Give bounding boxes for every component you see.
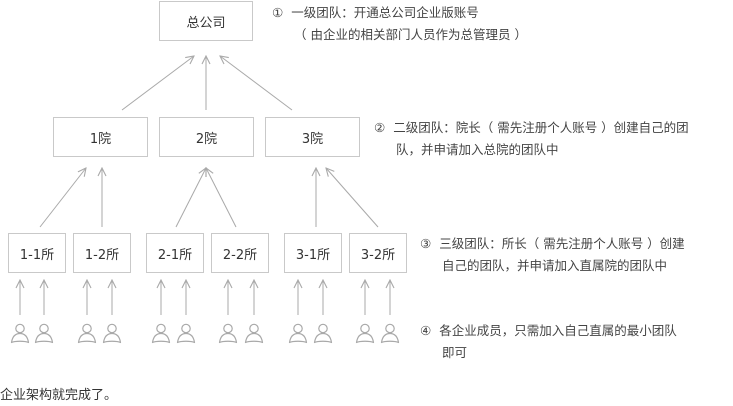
note-line: 三级团队：所长（ 需先注册个人账号 ）创建 bbox=[439, 236, 685, 251]
person-icon bbox=[312, 322, 334, 344]
person-icon bbox=[175, 322, 197, 344]
note-line: （ 由企业的相关部门人员作为总管理员 ） bbox=[294, 27, 527, 42]
node-2-1suo: 2-1所 bbox=[146, 233, 204, 273]
node-3-1suo: 3-1所 bbox=[284, 233, 342, 273]
note-members: ④ 各企业成员，只需加入自己直属的最小团队 即可 bbox=[420, 320, 677, 364]
note-mark: ② bbox=[374, 120, 386, 135]
note-line: 一级团队：开通总公司企业版账号 bbox=[291, 5, 479, 20]
person-icon bbox=[287, 322, 309, 344]
connector-arrow bbox=[220, 56, 293, 111]
connector-arrow bbox=[175, 168, 206, 228]
connector-arrow bbox=[206, 168, 237, 228]
note-mark: ③ bbox=[420, 236, 432, 251]
note-line: 各企业成员，只需加入自己直属的最小团队 bbox=[439, 323, 677, 338]
footer-text: 企业架构就完成了。 bbox=[0, 388, 118, 403]
note-line: 队，并申请加入总院的团队中 bbox=[396, 142, 559, 157]
note-line: 自己的团队，并申请加入直属院的团队中 bbox=[442, 258, 668, 273]
person-icon bbox=[9, 322, 31, 344]
connector-arrow bbox=[121, 56, 194, 111]
person-icon bbox=[354, 322, 376, 344]
node-2yuan: 2院 bbox=[159, 117, 254, 157]
connector-arrow bbox=[39, 168, 86, 228]
person-icon bbox=[217, 322, 239, 344]
connector-arrow bbox=[326, 168, 379, 228]
note-level3: ③ 三级团队：所长（ 需先注册个人账号 ）创建 自己的团队，并申请加入直属院的团队… bbox=[420, 233, 685, 277]
top-node: 总公司 bbox=[159, 1, 253, 41]
person-icon bbox=[379, 322, 401, 344]
node-1-1suo: 1-1所 bbox=[8, 233, 66, 273]
node-3-2suo: 3-2所 bbox=[349, 233, 407, 273]
note-line: 二级团队：院长（ 需先注册个人账号 ）创建自己的团 bbox=[393, 120, 689, 135]
node-1yuan: 1院 bbox=[53, 117, 148, 157]
node-2-2suo: 2-2所 bbox=[211, 233, 269, 273]
note-line: 即可 bbox=[442, 345, 468, 360]
note-mark: ④ bbox=[420, 323, 432, 338]
person-icon bbox=[76, 322, 98, 344]
person-icon bbox=[243, 322, 265, 344]
person-icon bbox=[150, 322, 172, 344]
person-icon bbox=[101, 322, 123, 344]
person-icon bbox=[33, 322, 55, 344]
note-level1: ① 一级团队：开通总公司企业版账号 （ 由企业的相关部门人员作为总管理员 ） bbox=[272, 2, 527, 46]
node-3yuan: 3院 bbox=[265, 117, 360, 157]
note-level2: ② 二级团队：院长（ 需先注册个人账号 ）创建自己的团 队，并申请加入总院的团队中 bbox=[374, 117, 689, 161]
node-1-2suo: 1-2所 bbox=[73, 233, 131, 273]
note-mark: ① bbox=[272, 5, 284, 20]
